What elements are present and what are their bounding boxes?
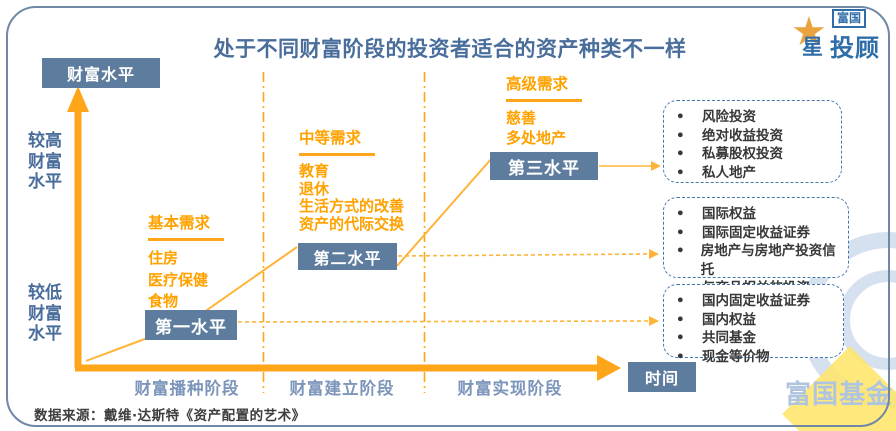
- x-axis-label-box: 时间: [628, 362, 696, 392]
- brand-logo: ★ 星 富国 投顾: [791, 9, 893, 62]
- need-title: 基本需求: [148, 214, 211, 232]
- fund-watermark-text: 富国基金: [785, 380, 894, 410]
- list-item: 慈善: [506, 109, 537, 127]
- bullet-icon: •: [676, 146, 685, 162]
- bullet-icon: •: [676, 330, 685, 346]
- list-item: •现金等价物: [676, 348, 770, 365]
- star-icon: ★: [791, 9, 827, 55]
- bullet-icon: •: [676, 243, 685, 259]
- need-items: 教育退休生活方式的改善资产的代际交换: [299, 162, 405, 233]
- bullet-icon: •: [676, 127, 685, 144]
- level-3-box: 第三水平: [490, 152, 598, 180]
- need-underline: [506, 99, 582, 102]
- list-item: •绝对收益投资: [676, 127, 783, 144]
- data-source: 数据来源：戴维·达斯特《资产配置的艺术》: [34, 408, 306, 424]
- level-2-box: 第二水平: [298, 243, 397, 270]
- need-items: 住房医疗保健食物: [148, 248, 224, 313]
- list-item: •国际权益: [676, 206, 756, 222]
- list-item: 资产的代际交换: [299, 214, 405, 233]
- bullet-icon: •: [676, 348, 685, 365]
- list-item: •风险投资: [676, 109, 756, 125]
- list-item: •房地产与房地产投资信托: [676, 243, 836, 278]
- list-item: 医疗保健: [148, 270, 209, 289]
- bullet-icon: •: [676, 206, 685, 222]
- bullet-icon: •: [676, 293, 685, 309]
- stage-label-seeding: 财富播种阶段: [134, 379, 240, 398]
- level-1-box: 第一水平: [145, 310, 237, 340]
- list-item: •私募股权投资: [676, 146, 783, 162]
- asset-box-level2: •国际权益•国际固定收益证券•房地产与房地产投资信托•与商品相关的投资: [663, 197, 849, 296]
- need-items: 慈善多处地产: [506, 109, 582, 148]
- list-item: 生活方式的改善: [299, 197, 405, 215]
- logo-badge: 富国: [832, 9, 867, 28]
- list-item: •国内权益: [676, 311, 756, 328]
- slide-title: 处于不同财富阶段的投资者适合的资产种类不一样: [213, 37, 687, 61]
- need-block-advanced: 高级需求 慈善多处地产: [506, 72, 582, 148]
- connector-level2: [397, 253, 650, 257]
- asset-box-level3: •风险投资 •绝对收益投资 •私募股权投资 •私人地产: [663, 100, 842, 183]
- bullet-icon: •: [676, 164, 685, 181]
- need-title: 中等需求: [299, 129, 362, 147]
- list-item: 退休: [299, 179, 330, 198]
- bullet-icon: •: [676, 109, 685, 125]
- bullet-icon: •: [676, 311, 685, 328]
- need-block-basic: 基本需求 住房医疗保健食物: [148, 211, 224, 313]
- list-item: 教育: [299, 162, 330, 180]
- list-item: •共同基金: [676, 330, 756, 346]
- stage-label-building: 财富建立阶段: [289, 379, 395, 398]
- x-axis-arrowhead: [597, 355, 621, 381]
- list-item: •私人地产: [676, 164, 756, 181]
- list-item: 多处地产: [506, 128, 567, 147]
- bullet-icon: •: [676, 224, 685, 241]
- need-underline: [148, 238, 224, 241]
- y-high-label: 较高 财富 水平: [28, 131, 62, 192]
- stage-label-realizing: 财富实现阶段: [457, 379, 563, 398]
- list-item: •国内固定收益证券: [676, 293, 810, 309]
- list-item: 食物: [148, 292, 179, 310]
- y-axis-arrowhead: [67, 86, 89, 112]
- need-block-medium: 中等需求 教育退休生活方式的改善资产的代际交换: [299, 126, 404, 233]
- list-item: •国际固定收益证券: [676, 224, 810, 241]
- connector-level1: [237, 320, 650, 323]
- need-underline: [299, 153, 375, 156]
- list-item: 住房: [148, 249, 179, 267]
- logo-star-char: 星: [802, 35, 823, 59]
- asset-box-level1: •国内固定收益证券 •国内权益 •共同基金 •现金等价物: [663, 284, 844, 365]
- growth-line-2: [396, 157, 493, 267]
- y-low-label: 较低 财富 水平: [28, 283, 62, 344]
- need-title: 高级需求: [506, 75, 569, 93]
- logo-name: 投顾: [830, 34, 880, 62]
- y-axis-label-box: 财富水平: [42, 58, 160, 88]
